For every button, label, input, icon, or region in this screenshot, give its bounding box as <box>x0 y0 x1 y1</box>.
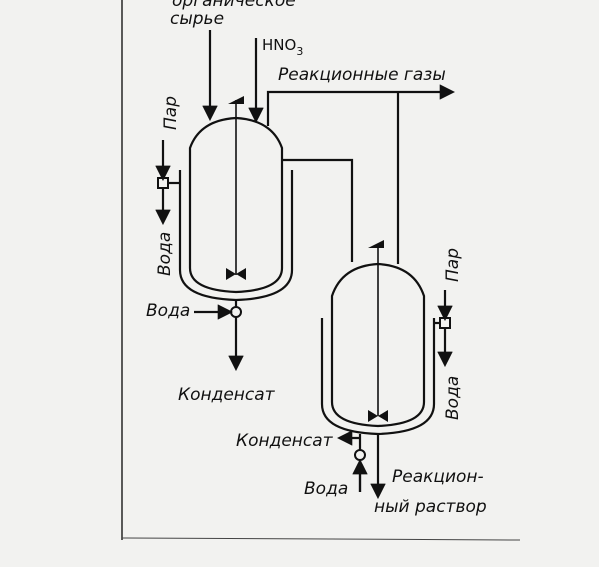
label-feed-bottom: сырье <box>170 9 224 29</box>
label-feed-top: органическое <box>172 0 296 11</box>
reactor-2-vessel <box>330 262 426 428</box>
transfer-line <box>282 158 354 262</box>
label-water-left-inlet: Вода <box>146 301 190 321</box>
label-acid-main: HNO <box>262 36 296 54</box>
reactor-1-impeller <box>226 268 246 280</box>
label-acid: HNO3 <box>262 36 303 58</box>
reactor-2 <box>320 240 436 436</box>
label-steam-left: Пар <box>161 96 181 130</box>
reactor-1-bottom-valve[interactable] <box>230 306 242 318</box>
steam-right-valve[interactable] <box>439 317 451 329</box>
label-water-right-jacket: Вода <box>443 376 463 420</box>
label-condensate-right: Конденсат <box>236 431 334 451</box>
steam-left-valve[interactable] <box>157 177 169 189</box>
reactor-1-motor <box>228 96 244 104</box>
reaction-gases-line <box>266 84 456 126</box>
label-product-line1: Реакцион- <box>392 467 484 487</box>
label-acid-sub: 3 <box>296 45 303 58</box>
label-condensate-left: Конденсат <box>178 385 276 405</box>
reactor-2-impeller <box>368 410 388 422</box>
label-water-left-jacket: Вода <box>155 232 175 276</box>
reactor-2-bottom-valve[interactable] <box>354 449 366 461</box>
page-border-bottom <box>121 537 521 541</box>
reactor-1-vessel <box>188 116 284 294</box>
label-water-right-inlet: Вода <box>304 479 348 499</box>
reactor-2-motor <box>368 240 384 248</box>
label-product-line2: ный раствор <box>374 497 487 517</box>
label-steam-right: Пар <box>443 248 463 282</box>
reactor-1 <box>178 96 294 302</box>
label-reaction-gases: Реакционные газы <box>278 65 446 85</box>
